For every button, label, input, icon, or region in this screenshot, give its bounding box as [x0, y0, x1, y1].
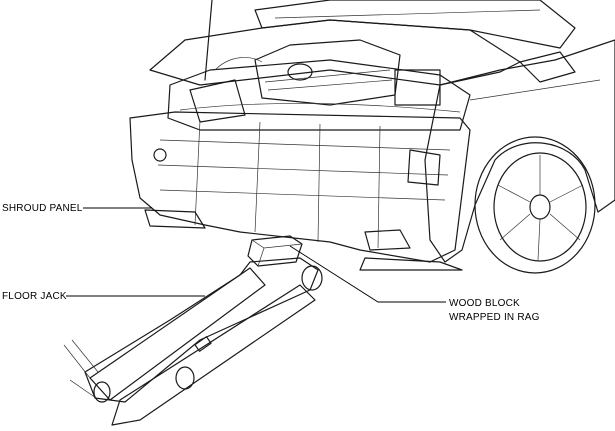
engine-cover	[254, 39, 401, 106]
lower-left-bracket	[144, 209, 206, 229]
callout-shroud-panel: SHROUD PANEL	[2, 203, 152, 214]
intake-hose	[214, 57, 263, 71]
lower-right-bracket	[364, 229, 411, 251]
engine-emblem	[287, 63, 313, 81]
bumper-beam	[179, 103, 461, 113]
front-wheel	[474, 136, 596, 274]
shroud-panel-assembly	[129, 111, 471, 271]
label-wood-block-line2: WRAPPED IN RAG	[449, 312, 540, 323]
label-shroud-panel: SHROUD PANEL	[2, 203, 83, 214]
leader-wood-block	[289, 245, 446, 303]
jack-handle-socket	[93, 381, 111, 403]
wood-block	[247, 235, 303, 267]
engine-bay	[167, 39, 471, 131]
air-box	[189, 79, 246, 123]
wheel-hub	[529, 194, 551, 220]
jack-frame-right	[111, 284, 316, 426]
front-fender	[424, 39, 615, 263]
engine-ribs	[264, 69, 393, 91]
wood-block-edges	[251, 239, 303, 267]
fender-crease	[469, 79, 601, 101]
headlamp-edge	[519, 51, 576, 83]
tire	[474, 136, 596, 274]
jack-rear-wheel	[301, 265, 323, 291]
hood-crease	[274, 9, 541, 19]
jack-lift-arm	[84, 257, 319, 403]
car-body	[149, 19, 615, 263]
cowl-and-upper-frame	[149, 19, 521, 86]
wheel-spokes	[497, 155, 584, 261]
radiator-fins	[157, 139, 451, 201]
battery	[394, 69, 441, 106]
radiator-stays	[194, 119, 381, 249]
label-floor-jack: FLOOR JACK	[2, 291, 67, 302]
jack-pump-piston	[194, 336, 212, 352]
jack-front-caster	[175, 366, 195, 390]
callout-floor-jack: FLOOR JACK	[2, 291, 205, 302]
horn	[153, 148, 167, 162]
jack-handle	[63, 339, 99, 399]
wood-block-body	[247, 235, 303, 267]
shroud-panel	[129, 111, 471, 263]
hood-panel	[254, 0, 576, 49]
headlight-bracket	[407, 149, 441, 186]
engine-bay-cavity	[167, 59, 471, 131]
label-wood-block-line1: WOOD BLOCK	[449, 298, 520, 309]
floor-jack	[63, 257, 323, 426]
callout-wood-block: WOOD BLOCK WRAPPED IN RAG	[289, 245, 540, 323]
wheel-rim	[493, 152, 587, 262]
jack-frame-left	[89, 267, 266, 401]
under-cover-edge	[359, 257, 463, 271]
hood-prop-rod	[204, 0, 213, 81]
